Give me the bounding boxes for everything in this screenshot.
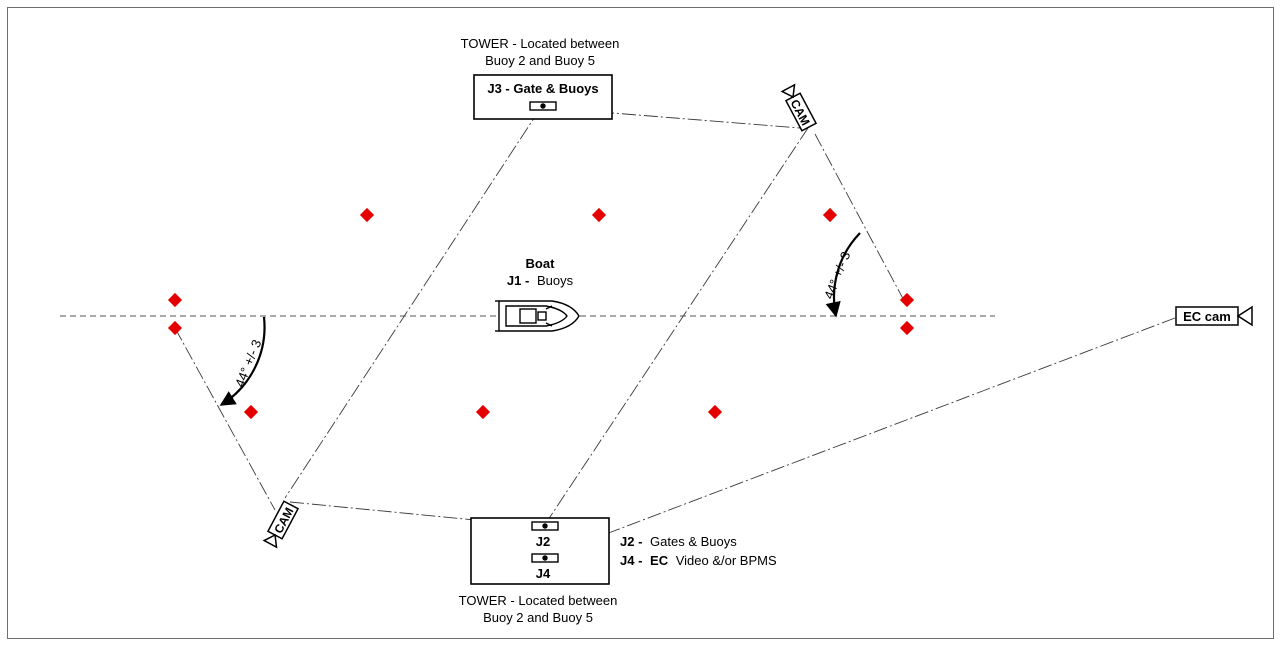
sight-line-ec-cam-to-j4 [547,317,1176,557]
legend-j2-text: Gates & Buoys [650,534,737,549]
buoy-marker [822,207,838,223]
buoy-marker [899,292,915,308]
ec-camera-lens-icon [1236,305,1253,327]
tower-bottom-line2: Buoy 2 and Buoy 5 [483,610,593,625]
boat-title: Boat [526,256,556,271]
legend-j4-ec: EC [650,553,669,568]
angle-label-right: 44° +/- 3 [821,249,854,301]
buoy-marker [167,320,183,336]
legend-j2-code: J2 - [620,534,642,549]
tower-top-junction-label: J3 - Gate & Buoys [487,81,598,96]
tower-bottom-j2-label: J2 [536,534,550,549]
tower-bottom-line1: TOWER - Located between [459,593,618,608]
legend-j4-text: Video &/or BPMS [676,553,777,568]
boat-j1-text: Buoys [537,273,574,288]
tower-top-line2: Buoy 2 and Buoy 5 [485,53,595,68]
ec-camera: EC cam [1175,305,1253,327]
camera-left-lens-icon [262,533,278,549]
angle-arc-left [219,316,266,406]
buoy-marker [243,404,259,420]
camera-right: CAM [780,83,818,132]
sight-line-right-cam-to-j2 [547,127,809,521]
buoy-marker [167,292,183,308]
sight-line-right-cam-to-buoy [814,133,909,309]
tower-top-box [473,74,613,120]
ec-camera-label: EC cam [1183,309,1231,324]
junction-box-icon [531,553,559,563]
tower-bottom-j4-label: J4 [536,566,551,581]
diagram-frame [7,7,1274,639]
boat-icon [495,300,580,332]
camera-right-label: CAM [788,97,813,128]
buoy-marker [475,404,491,420]
sight-line-j3-to-right-cam [599,111,801,129]
sight-lines [174,108,1176,557]
boat-j1: J1 - Buoys [507,273,574,288]
angle-label-left: 44° +/- 3 [232,337,265,389]
buoy-marker [707,404,723,420]
buoy-marker [899,320,915,336]
boat-j1-code: J1 - [507,273,529,288]
angle-arc-right [825,232,861,318]
legend-j4: J4 - EC Video &/or BPMS [620,553,777,568]
buoy-marker [591,207,607,223]
sight-line-left-cam-to-tower [289,501,476,521]
camera-right-lens-icon [780,83,796,99]
camera-left: CAM [262,500,300,549]
tower-top-line1: TOWER - Located between [461,36,620,51]
junction-box-icon [529,101,557,111]
sight-line-j3-to-left-cam [284,108,541,499]
buoy-marker [359,207,375,223]
sight-line-left-cam-to-buoy [174,327,276,511]
legend-j2: J2 - Gates & Buoys [620,534,737,549]
buoys [167,207,915,420]
junction-box-icon [531,521,559,531]
legend-j4-code: J4 - [620,553,642,568]
